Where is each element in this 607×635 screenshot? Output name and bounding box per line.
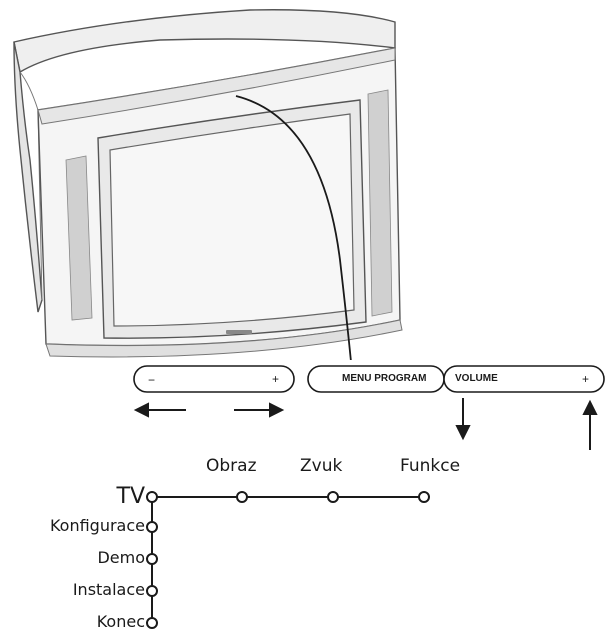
node-funkce: [418, 491, 430, 503]
menu-item-obraz[interactable]: Obraz: [206, 456, 257, 476]
down-arrow: [455, 398, 471, 441]
up-arrow: [582, 399, 598, 450]
tv-screen: [109, 113, 355, 327]
volume-button[interactable]: [443, 365, 605, 393]
node-demo: [146, 553, 158, 565]
control-panel: [133, 365, 605, 450]
menu-item-funkce[interactable]: Funkce: [400, 456, 461, 476]
tv-left-side: [13, 41, 43, 313]
menu-item-konec[interactable]: Konec: [96, 612, 145, 631]
node-tv: [146, 491, 158, 503]
left-plus-label: +: [272, 372, 280, 386]
left-rocker-button[interactable]: [133, 365, 295, 393]
volume-plus-label: +: [582, 372, 590, 386]
right-arrow: [234, 402, 285, 418]
menu-item-zvuk[interactable]: Zvuk: [300, 456, 343, 476]
menu-item-instalace[interactable]: Instalace: [72, 580, 145, 599]
menu-item-demo[interactable]: Demo: [97, 548, 145, 567]
node-obraz: [236, 491, 248, 503]
tv-right-speaker: [367, 89, 393, 317]
node-instalace: [146, 585, 158, 597]
menu-item-konfigurace[interactable]: Konfigurace: [49, 516, 145, 535]
menu-root-tv[interactable]: TV: [116, 484, 146, 509]
tv-illustration: [13, 9, 403, 360]
tv-logo: [226, 330, 252, 334]
tv-left-speaker: [65, 155, 93, 321]
left-arrow: [133, 402, 186, 418]
node-konfigurace: [146, 521, 158, 533]
menu-program-label: MENU PROGRAM: [342, 373, 427, 384]
node-zvuk: [327, 491, 339, 503]
left-minus-label: −: [148, 373, 156, 387]
node-konec: [146, 617, 158, 629]
callout-line: [235, 95, 352, 360]
volume-label: VOLUME: [455, 373, 498, 384]
